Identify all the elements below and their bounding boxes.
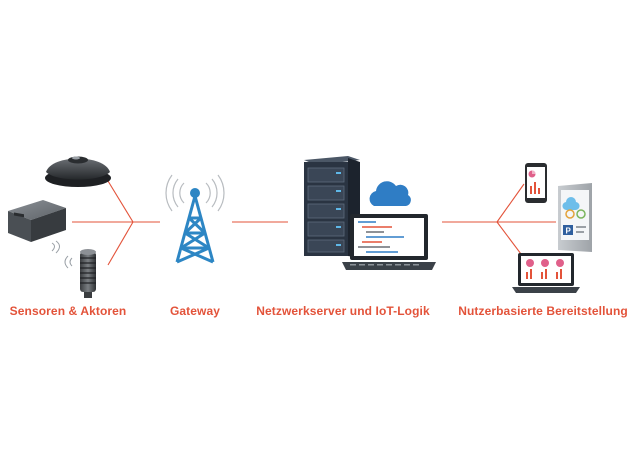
- svg-text:P: P: [566, 227, 572, 236]
- sensors-label: Sensoren & Aktoren: [9, 304, 127, 318]
- smartphone-icon: [525, 163, 547, 203]
- box-sensor-icon: [8, 200, 66, 254]
- puck-sensor-icon: [45, 156, 111, 187]
- gateway-label: Gateway: [169, 304, 221, 318]
- connector-sensor-top: [107, 180, 134, 223]
- server-rack-icon: [304, 156, 360, 258]
- server-laptop-icon: [342, 214, 436, 270]
- sensor-devices-icon: [8, 156, 111, 298]
- connector-lines: [72, 180, 556, 266]
- connector-users-bottom: [496, 221, 525, 259]
- cylinder-sensor-icon: [64, 249, 96, 298]
- gateway-tower-icon: [165, 174, 225, 264]
- users-label: Nutzerbasierte Bereitstellung: [458, 304, 628, 318]
- cloud-icon: [369, 181, 411, 206]
- user-devices-icon: P: [512, 163, 592, 293]
- server-label: Netzwerkserver und IoT-Logik: [256, 304, 430, 318]
- connector-users-top: [496, 183, 525, 223]
- user-laptop-icon: [512, 253, 580, 293]
- connector-sensor-bottom: [107, 221, 134, 266]
- info-terminal-icon: P: [558, 183, 592, 252]
